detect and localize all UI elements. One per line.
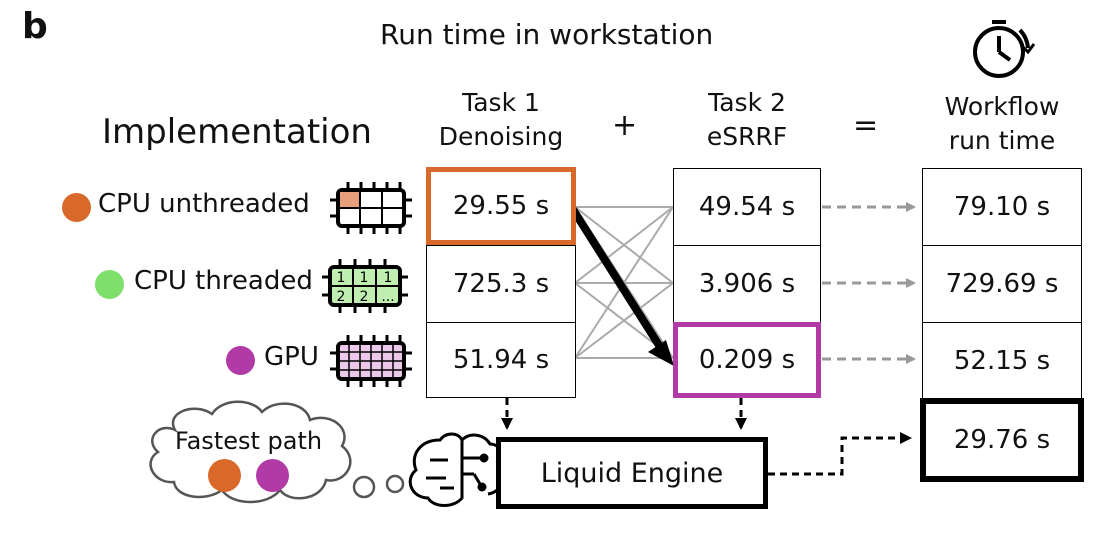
row-label-cpu-threaded: CPU threaded [134,266,313,296]
task2-heading: Task 2 eSRRF [672,86,822,154]
gpu-chip-icon [330,335,412,387]
task2-line1: Task 2 [708,88,786,117]
thought-dot [385,474,405,494]
chip-thread-label: ... [381,289,394,305]
task1-cell-cpu-threaded: 725.3 s [426,245,576,323]
implementation-heading: Implementation [102,112,372,152]
task1-cell-gpu: 51.94 s [426,322,576,398]
fastest-gpu-dot [256,459,289,492]
task1-heading: Task 1 Denoising [426,86,576,154]
workflow-line1: Workflow [944,92,1060,121]
panel-label: b [22,6,48,47]
cpu-threaded-dot [95,270,124,299]
brain-circuit-icon [408,432,505,507]
cpu-chip-single-core-icon [330,182,412,234]
clock-icon [973,20,1036,78]
chip-thread-label: 1 [384,270,393,286]
fastest-cpu-dot [208,459,241,492]
task2-cell-cpu-unthreaded: 49.54 s [673,168,821,246]
row-label-gpu: GPU [264,342,319,372]
cpu-chip-multi-thread-icon: 1 1 1 2 2 ... [322,259,408,313]
liquid-engine-box: Liquid Engine [496,437,768,509]
engine-to-result-arrow [768,432,912,476]
workflow-cell-gpu: 52.15 s [922,322,1082,400]
equals-sign: = [853,108,879,143]
gpu-dot [226,346,255,375]
task1-line1: Task 1 [462,88,540,117]
task1-highlight-cpu-unthreaded: 29.55 s [426,167,576,245]
workflow-line2: run time [948,126,1056,155]
chip-thread-label: 1 [337,270,346,286]
workflow-cell-cpu-unthreaded: 79.10 s [922,168,1082,246]
task1-line2: Denoising [438,122,564,151]
task2-highlight-gpu: 0.209 s [673,322,821,398]
thought-dot [352,475,376,499]
fastest-path-arrowhead [648,340,674,366]
figure-title: Run time in workstation [380,18,714,51]
workflow-heading: Workflow run time [922,90,1082,158]
chip-thread-label: 2 [337,289,346,305]
fastest-path-arrow [568,205,666,353]
cpu-unthreaded-dot [62,193,91,222]
thought-bubble [149,400,352,504]
workflow-cell-cpu-threaded: 729.69 s [922,245,1082,323]
plus-sign: + [612,108,638,143]
row-label-cpu-unthreaded: CPU unthreaded [98,189,310,219]
fastest-path-label: Fastest path [175,427,323,455]
chip-thread-label: 2 [360,289,369,305]
workflow-result-cell: 29.76 s [920,398,1084,482]
task2-cell-cpu-threaded: 3.906 s [673,245,821,323]
task2-line2: eSRRF [706,122,788,151]
chip-thread-label: 1 [360,270,369,286]
